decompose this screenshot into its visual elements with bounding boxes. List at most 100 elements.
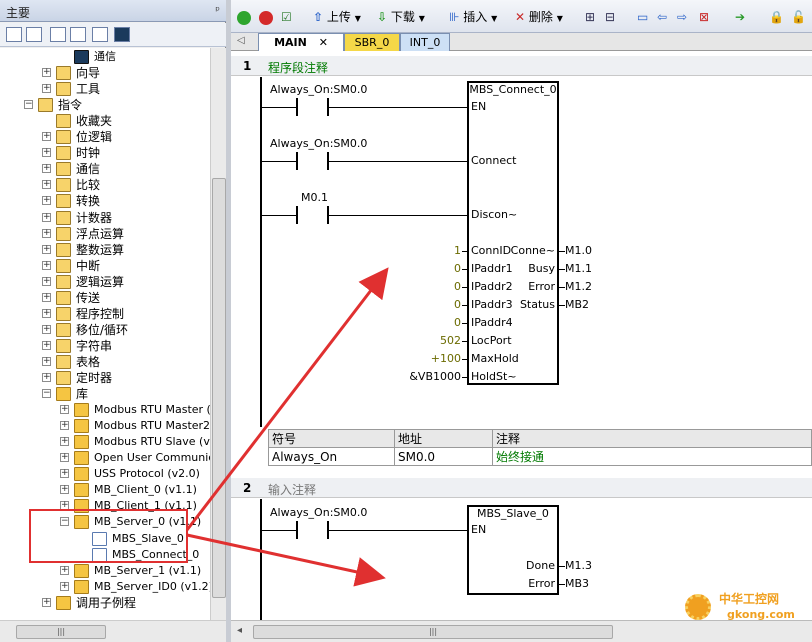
tree-item[interactable]: +逻辑运算 [0,274,210,290]
editor-horizontal-scroll-thumb[interactable]: ||| [253,625,613,639]
expand-icon[interactable]: + [60,436,69,447]
network-alt-icon[interactable]: ⊟ [605,10,616,24]
comment-cell[interactable]: 始终接通 [492,447,812,466]
view-icon[interactable] [6,27,22,42]
network-icon[interactable]: ⊞ [585,10,596,24]
tree-horizontal-scroll-thumb[interactable]: ||| [16,625,106,639]
rect-icon[interactable]: ▭ [637,10,649,24]
block-input-value[interactable]: &VB1000 [409,370,461,383]
contact-4[interactable] [296,521,298,539]
expand-icon[interactable]: + [42,147,51,158]
tree-vertical-scrollbar[interactable] [210,48,226,620]
tree-item[interactable]: +位逻辑 [0,129,210,145]
network-1-comment[interactable]: 程序段注释 [268,61,329,75]
tree-item[interactable]: +USS Protocol (v2.0) [0,466,210,482]
tree-item[interactable]: +程序控制 [0,306,210,322]
tree-item[interactable]: 收藏夹 [0,113,210,129]
tree-item[interactable]: +转换 [0,193,210,209]
expand-icon[interactable]: + [42,179,51,190]
tree-item[interactable]: +时钟 [0,145,210,161]
contact-2[interactable] [296,152,298,170]
tree-item[interactable]: −库 [0,386,210,402]
expand-icon[interactable]: + [42,339,51,350]
tree-item[interactable]: +比较 [0,177,210,193]
tree-item[interactable]: +MB_Server_1 (v1.1) [0,563,210,579]
tree-item[interactable]: +表格 [0,354,210,370]
expand-icon[interactable]: + [42,372,51,382]
tree-item[interactable]: +MB_Client_0 (v1.1) [0,482,210,498]
expand-icon[interactable]: + [42,275,51,286]
compile-button[interactable]: ☑ [281,9,292,25]
tree-item[interactable]: −指令 [0,97,210,113]
contact-3[interactable] [327,206,329,224]
tree-item[interactable]: +向导 [0,65,210,81]
network-2-header[interactable]: 2 输入注释 [231,478,812,498]
mbs-connect-block[interactable] [467,81,559,385]
block-output-value[interactable]: M1.2 [565,280,592,293]
tree-item[interactable]: +通信 [0,161,210,177]
list-icon[interactable] [70,27,86,42]
expand-icon[interactable]: + [60,420,69,431]
tree-item[interactable]: +移位/循环 [0,322,210,338]
run-button[interactable] [237,9,251,25]
lock-icon[interactable]: 🔒 [769,10,784,24]
expand-icon[interactable]: + [60,564,69,575]
table-row[interactable]: Always_On SM0.0 始终接通 [268,447,812,466]
block-input-value[interactable]: 502 [440,334,461,347]
expand-icon[interactable]: + [42,323,51,334]
expand-icon[interactable]: + [60,404,69,415]
network-1-header[interactable]: 1 程序段注释 [231,56,812,76]
close-icon[interactable]: ✕ [318,36,328,49]
tab-scroll-left-icon[interactable]: ◁ [237,35,245,46]
collapse-icon[interactable]: − [60,516,69,527]
page-icon[interactable] [50,27,66,42]
tree-item[interactable]: +计数器 [0,210,210,226]
symbol-cell[interactable]: Always_On [268,447,395,466]
expand-icon[interactable]: + [42,131,51,142]
tree-item[interactable]: +中断 [0,258,210,274]
tree-horizontal-scrollbar[interactable]: ||| [0,620,226,642]
forward-icon[interactable]: ⇨ [677,10,688,24]
block-output-value[interactable]: M1.1 [565,262,592,275]
contact-1[interactable] [327,98,329,116]
tree-item[interactable]: +Modbus RTU Master2 (v2.0 [0,418,210,434]
expand-icon[interactable]: + [42,259,51,270]
collapse-icon[interactable]: − [24,99,33,110]
contact-2[interactable] [327,152,329,170]
expand-icon[interactable]: + [42,195,51,206]
tree-item[interactable]: +整数运算 [0,242,210,258]
tree-item[interactable]: +定时器 [0,370,210,386]
expand-icon[interactable]: + [60,452,69,463]
expand-icon[interactable]: + [42,227,51,238]
collapse-icon[interactable]: − [42,388,51,399]
back-icon[interactable]: ⇦ [657,10,668,24]
expand-icon[interactable]: + [60,484,69,495]
tree-item[interactable]: MBS_Slave_0 [0,531,210,547]
tab-sbr-0[interactable]: SBR_0 [344,33,400,51]
block-output-value[interactable]: MB2 [565,298,590,311]
computer-icon[interactable] [114,27,130,42]
tree-item[interactable]: +Open User Communication [0,450,210,466]
tree-item[interactable]: +字符串 [0,338,210,354]
expand-icon[interactable]: + [42,243,51,254]
tree-item[interactable]: +Modbus RTU Master (v2.0) [0,402,210,418]
tree-item[interactable]: +MB_Client_1 (v1.1) [0,498,210,514]
expand-icon[interactable]: + [42,596,51,607]
expand-icon[interactable]: + [42,211,51,222]
tree-item[interactable]: 通信 [0,49,210,65]
tree-item[interactable]: +MB_Server_ID0 (v1.2) [0,579,210,595]
block-input-value[interactable]: 0 [454,262,461,275]
expand-icon[interactable]: + [60,500,69,511]
tree-item[interactable]: MBS_Connect_0 [0,547,210,563]
tab-main[interactable]: MAIN ✕ [258,33,344,51]
expand-icon[interactable]: + [42,83,51,94]
network-2-comment[interactable]: 输入注释 [268,483,317,497]
contact-1[interactable] [296,98,298,116]
block-output-value[interactable]: M1.0 [565,244,592,257]
contact-3[interactable] [296,206,298,224]
tree-item[interactable]: +调用子例程 [0,595,210,611]
editor-horizontal-scrollbar[interactable]: ◂ ||| [231,620,812,642]
tree-item[interactable]: +工具 [0,81,210,97]
tree-item[interactable]: +浮点运算 [0,226,210,242]
expand-icon[interactable]: + [60,468,69,479]
